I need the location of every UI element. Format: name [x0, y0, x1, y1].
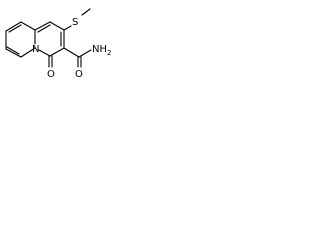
- bond: [6, 46, 20, 55]
- bond: [5, 48, 22, 58]
- bond: [49, 21, 65, 31]
- bond: [34, 21, 51, 31]
- structure-drawing: S N NH2 O O: [5, 8, 111, 80]
- bond: [63, 25, 72, 31]
- bond: [63, 47, 80, 58]
- bond: [8, 24, 22, 33]
- bond: [5, 21, 22, 32]
- bond: [20, 47, 36, 58]
- amide-subscript: 2: [107, 49, 111, 57]
- amide-nitrogen-label: NH2: [92, 44, 111, 57]
- bond: [37, 24, 51, 33]
- bond: [38, 49, 51, 57]
- bond: [78, 49, 92, 58]
- amide-nitrogen-text: NH: [92, 44, 107, 55]
- sulfur-atom-label: S: [72, 17, 78, 28]
- bond: [81, 8, 91, 16]
- bond: [49, 47, 65, 57]
- ketone-oxygen-label: O: [47, 69, 55, 80]
- ring-nitrogen-label: N: [32, 44, 39, 55]
- amide-oxygen-label: O: [75, 69, 83, 80]
- bond: [20, 21, 36, 31]
- molecule-diagram: S N NH2 O O: [0, 0, 126, 87]
